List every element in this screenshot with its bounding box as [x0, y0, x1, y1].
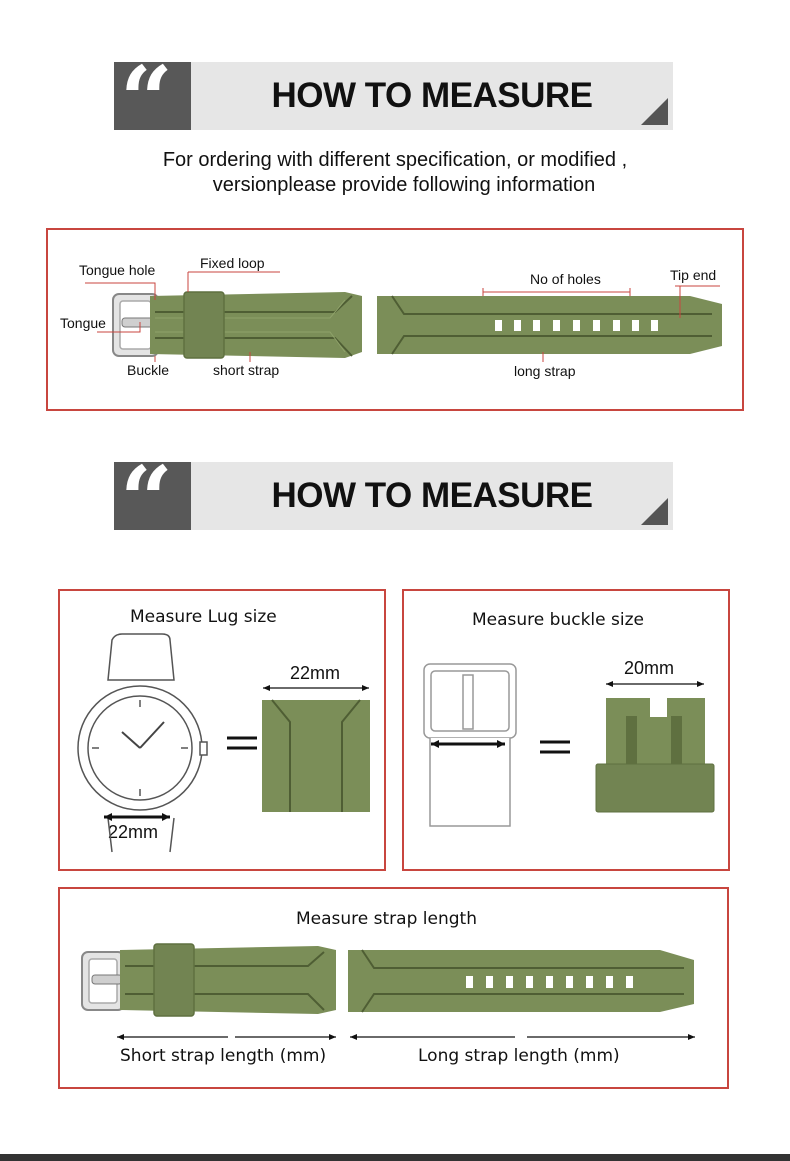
subtitle-line-1: For ordering with different specificatio… [162, 149, 628, 171]
lug-width-top: 22mm [290, 663, 341, 683]
long-strap-image [377, 295, 722, 355]
watch-ticks [92, 700, 188, 796]
long-strap-image [348, 949, 694, 1013]
equals-sign-icon [540, 740, 570, 754]
lug-size-frame [58, 589, 386, 871]
label-tongue: Tongue [60, 315, 106, 331]
buckle-image [81, 951, 125, 1011]
buckle-size-title: Measure buckle size [472, 610, 644, 630]
lug-width-bottom: 22mm [108, 822, 159, 842]
buckle-outline-image [423, 663, 517, 827]
section-title: HOW TO MEASURE [271, 76, 593, 115]
label-short-strap: short strap [213, 362, 280, 378]
long-strap-length-label: Long strap length (mm) [418, 1046, 620, 1066]
corner-triangle-icon [641, 98, 668, 125]
strap-length-frame [58, 887, 729, 1089]
short-strap-image [150, 291, 362, 359]
buckle-strap-segment-image [595, 698, 715, 813]
subtitle-line-2: versionplease provide following informat… [212, 174, 596, 196]
buckle-width-top: 20mm [624, 658, 675, 678]
quote-icon: “ [114, 54, 191, 146]
section-title: HOW TO MEASURE [271, 476, 593, 515]
lug-size-title: Measure Lug size [130, 607, 277, 627]
leader-lines [85, 271, 720, 362]
buckle-size-frame [402, 589, 730, 871]
label-tongue-hole: Tongue hole [79, 262, 156, 278]
header-banner-2: “ HOW TO MEASURE [114, 454, 673, 546]
strap-length-title: Measure strap length [296, 909, 477, 929]
header-banner-1: “ HOW TO MEASURE [114, 54, 673, 146]
strap-anatomy-frame [46, 228, 744, 411]
label-no-of-holes: No of holes [530, 271, 601, 287]
label-fixed-loop: Fixed loop [200, 255, 265, 271]
label-tip-end: Tip end [670, 267, 717, 283]
lug-strap-segment-image [262, 699, 370, 812]
quote-icon: “ [114, 454, 191, 546]
short-strap-image [120, 943, 336, 1017]
watch-hands [121, 721, 165, 749]
label-buckle: Buckle [127, 362, 170, 378]
short-strap-length-label: Short strap length (mm) [120, 1046, 327, 1066]
footer-bar [0, 1154, 790, 1161]
label-long-strap: long strap [514, 363, 576, 379]
equals-sign-icon [227, 736, 257, 750]
corner-triangle-icon [641, 498, 668, 525]
